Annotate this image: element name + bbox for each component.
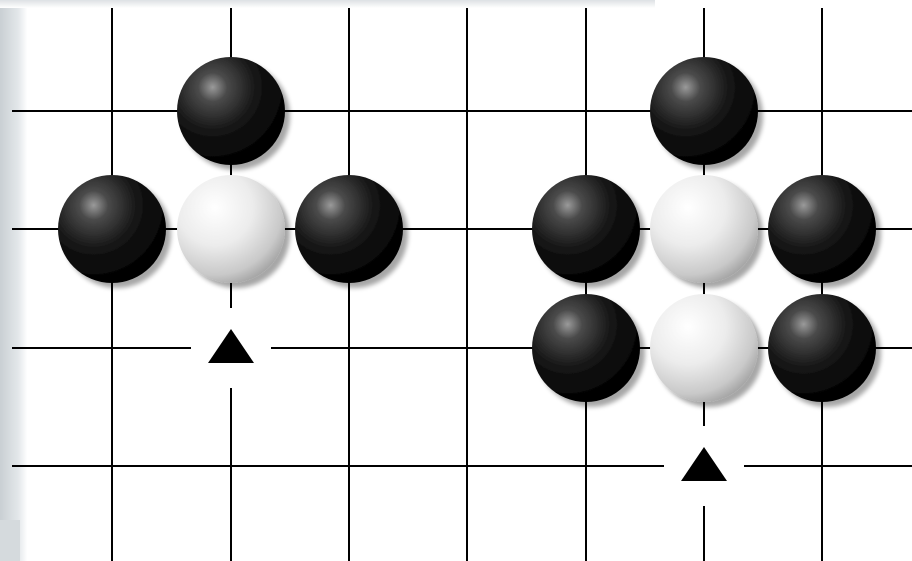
triangle-marker-icon bbox=[681, 447, 727, 481]
white-stone[interactable] bbox=[177, 175, 285, 283]
black-stone[interactable] bbox=[650, 57, 758, 165]
white-stone[interactable] bbox=[650, 175, 758, 283]
black-stone[interactable] bbox=[177, 57, 285, 165]
black-stone[interactable] bbox=[532, 175, 640, 283]
triangle-marker-icon bbox=[208, 329, 254, 363]
black-stone[interactable] bbox=[532, 294, 640, 402]
stones-layer bbox=[58, 57, 876, 402]
grid-lines bbox=[12, 8, 912, 561]
black-stone[interactable] bbox=[768, 175, 876, 283]
black-stone[interactable] bbox=[58, 175, 166, 283]
white-stone[interactable] bbox=[650, 294, 758, 402]
markers-layer bbox=[191, 308, 744, 506]
black-stone[interactable] bbox=[295, 175, 403, 283]
black-stone[interactable] bbox=[768, 294, 876, 402]
